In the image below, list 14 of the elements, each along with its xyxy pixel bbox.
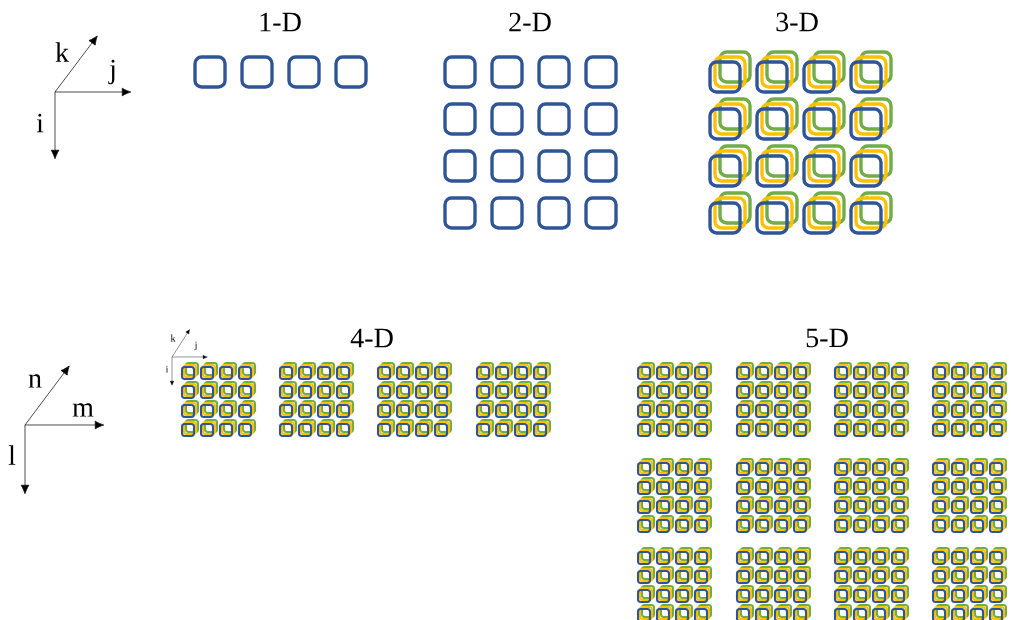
panel-title: 2-D [509,12,551,32]
axis-label: i [165,365,169,373]
axis-label: k [55,42,70,62]
axis-label: n [28,374,42,388]
axis-label: m [72,403,94,417]
panel-title: 3-D [776,12,818,32]
panel-title: 5-D [806,328,848,348]
panel-title: 1-D [260,12,301,32]
panel-title: 4-D [350,328,393,348]
axis-label: j [108,59,115,85]
axis-label: k [170,334,176,342]
axis-label: l [8,445,16,465]
axis-label: j [194,341,197,351]
axis-label: i [36,113,44,133]
